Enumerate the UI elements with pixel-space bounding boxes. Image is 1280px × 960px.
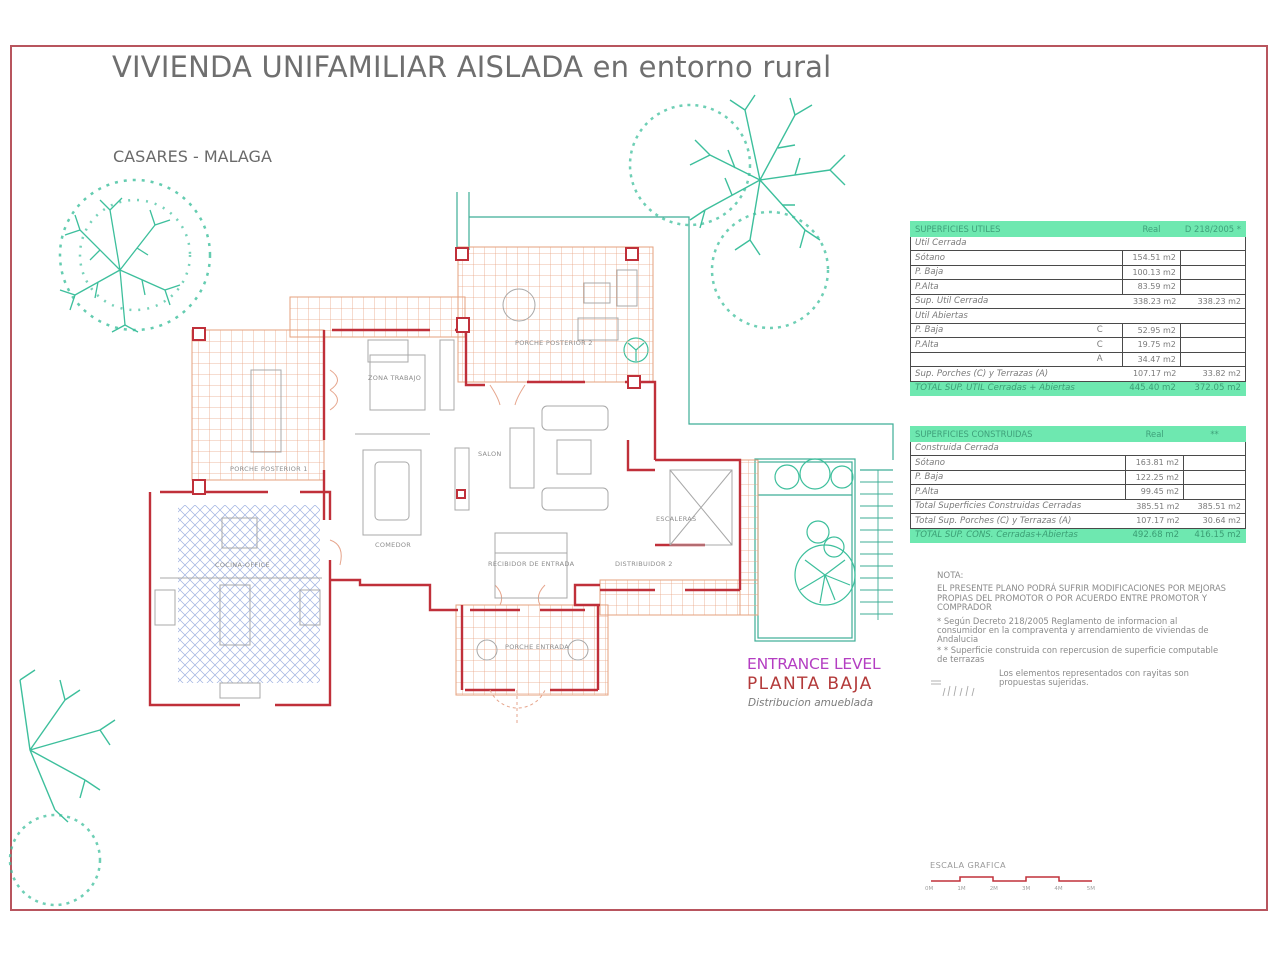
notes-disclaimer: EL PRESENTE PLANO PODRÁ SUFRIR MODIFICAC…	[937, 583, 1227, 613]
subtotal-row: Sup. Porches (C) y Terrazas (A) 107.17 m…	[909, 366, 1247, 382]
table-row: P.Alta 99.45 m2	[909, 484, 1246, 500]
header-real: Real	[1122, 221, 1181, 237]
sheet-title: VIVIENDA UNIFAMILIAR AISLADA en entorno …	[112, 50, 832, 84]
room-label-porche-entrada: PORCHE ENTRADA	[505, 643, 569, 651]
table-row: P.Alta C 19.75 m2	[910, 337, 1247, 353]
notes-footnote-1: * Según Decreto 218/2005 Reglamento de i…	[937, 615, 1209, 645]
tree-icon-bottomleft	[8, 669, 116, 907]
table-row: P. Baja 122.25 m2	[909, 469, 1246, 485]
room-label-recibidor: RECIBIDOR DE ENTRADA	[488, 560, 575, 568]
legend-hatch-icon	[931, 680, 975, 697]
notes-block: NOTA: EL PRESENTE PLANO PODRÁ SUFRIR MOD…	[937, 571, 1227, 689]
furniture	[154, 269, 733, 699]
room-labels: PORCHE POSTERIOR 2 ZONA TRABAJO PORCHE P…	[215, 339, 696, 651]
total-row: TOTAL SUP. UTIL Cerradas + Abiertas 445.…	[909, 380, 1247, 396]
sheet-frame	[10, 45, 1268, 911]
room-label-distribuidor: DISTRIBUIDOR 2	[615, 560, 673, 568]
section-row: Util Cerrada	[910, 235, 1246, 251]
scale-tick: 5M	[1086, 886, 1095, 892]
notes-legend-text: Los elementos representados con rayitas …	[999, 667, 1189, 688]
tree-icon-topleft	[58, 178, 212, 333]
scale-title: ESCALA GRAFICA	[930, 860, 1006, 870]
room-label-cocina: COCINA-OFFICE	[215, 561, 270, 569]
scale-bar	[931, 876, 1092, 882]
subtotal-row: Total Superficies Construidas Cerradas 3…	[909, 498, 1246, 514]
scale-tick: 4M	[1054, 886, 1063, 892]
hatch-legend-icon	[937, 669, 995, 689]
plot-boundary	[456, 192, 894, 642]
table-header: SUPERFICIES UTILES Real D 218/2005 *	[909, 221, 1247, 237]
scale-ticks: 0M 1M 2M 3M 4M 5M	[925, 886, 1095, 892]
header-label: SUPERFICIES UTILES	[909, 221, 1124, 237]
table-superficies-utiles: SUPERFICIES UTILES Real D 218/2005 * Uti…	[909, 221, 1247, 396]
room-label-zona-trabajo: ZONA TRABAJO	[368, 374, 421, 382]
total-row: TOTAL SUP. CONS. Cerradas+Abiertas 492.6…	[909, 527, 1246, 543]
scale-tick: 3M	[1022, 886, 1031, 892]
room-label-salon: SALON	[478, 450, 502, 458]
section-row: Construida Cerrada	[910, 440, 1246, 456]
table-row: P. Baja C 52.95 m2	[910, 322, 1247, 338]
room-label-comedor: COMEDOR	[375, 541, 411, 549]
notes-heading: NOTA:	[937, 571, 964, 581]
table-header: SUPERFICIES CONSTRUIDAS Real **	[909, 426, 1246, 442]
scale-tick: 2M	[989, 886, 998, 892]
kitchen-tile	[178, 505, 320, 683]
table-row: P. Baja 100.13 m2	[909, 264, 1247, 280]
notes-legend: Los elementos representados con rayitas …	[937, 667, 1227, 689]
level-title-en: ENTRANCE LEVEL	[747, 655, 881, 673]
room-label-escaleras: ESCALERAS	[656, 515, 696, 523]
tree-icon-topright	[628, 94, 846, 330]
level-subtitle: Distribucion amueblada	[748, 697, 874, 709]
table-superficies-construidas: SUPERFICIES CONSTRUIDAS Real ** Construi…	[909, 426, 1246, 543]
room-label-porche-posterior-1: PORCHE POSTERIOR 1	[230, 465, 308, 473]
location-label: CASARES - MALAGA	[113, 147, 272, 166]
table-row: Sótano 163.81 m2	[909, 455, 1246, 471]
scale-tick: 1M	[957, 886, 966, 892]
doors	[329, 369, 546, 725]
level-title-es: PLANTA BAJA	[747, 674, 873, 694]
table-row: Sótano 154.51 m2	[909, 250, 1247, 266]
table-row: P.Alta 83.59 m2	[909, 279, 1247, 295]
room-label-porche-posterior-2: PORCHE POSTERIOR 2	[515, 339, 593, 347]
scale-tick: 0M	[925, 886, 934, 892]
subtotal-row: Sup. Util Cerrada 338.23 m2 338.23 m2	[909, 293, 1247, 309]
table-row: A 34.47 m2	[910, 351, 1247, 367]
columns	[192, 247, 641, 499]
header-decreto: D 218/2005 *	[1179, 221, 1247, 237]
section-row: Util Abiertas	[910, 308, 1246, 324]
notes-footnote-2: * * Superficie construida con repercusio…	[937, 644, 1219, 665]
subtotal-row: Total Sup. Porches (C) y Terrazas (A) 10…	[909, 513, 1246, 529]
